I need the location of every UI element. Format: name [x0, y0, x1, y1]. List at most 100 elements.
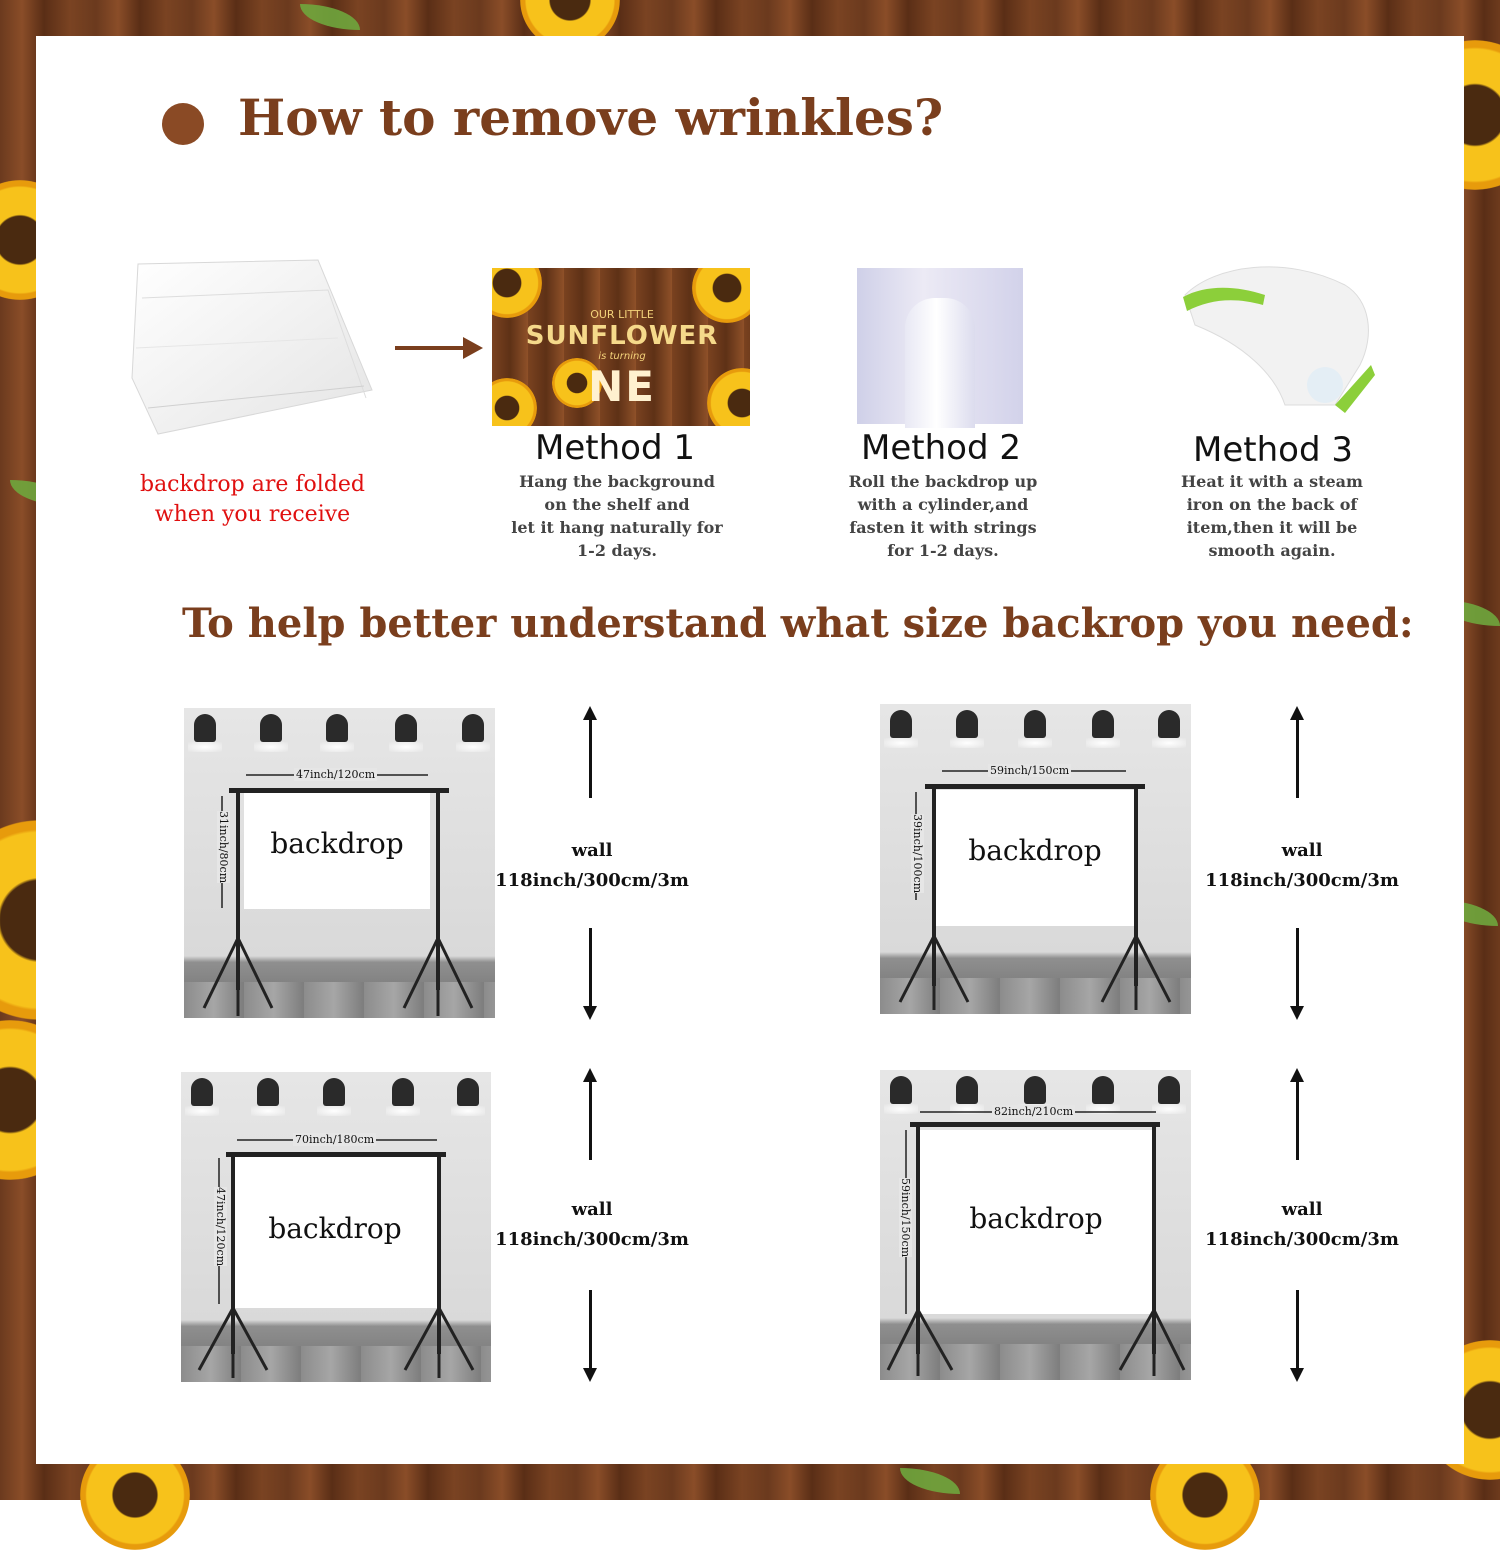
width-dimension: 59inch/150cm	[988, 764, 1072, 777]
desc-line: Roll the backdrop up	[848, 472, 1038, 491]
desc-line: Hang the background	[519, 472, 715, 491]
sample-line: SUNFLOWER	[525, 321, 719, 351]
desc-line: item,then it will be	[1186, 518, 1358, 537]
method3-steamer-image	[1183, 266, 1375, 413]
wall-label-text: wall	[1281, 1199, 1323, 1220]
desc-line: fasten it with strings	[849, 518, 1037, 537]
wall-label-text: wall	[571, 840, 613, 861]
ceiling-lamp-icon	[1152, 1076, 1186, 1114]
arrow-down-icon	[583, 1006, 597, 1020]
method1-title: Method 1	[535, 428, 695, 468]
stand-legs	[886, 1111, 1186, 1376]
height-dimension: 59inch/150cm	[899, 1178, 912, 1258]
sample-backdrop-text: OUR LITTLE SUNFLOWER is turning NE	[522, 308, 722, 411]
marker-line	[1296, 1290, 1299, 1370]
method2-image	[857, 268, 1023, 428]
ceiling-lamp-icon	[884, 710, 918, 748]
stand-pole	[916, 1124, 920, 1354]
bullet-dot-icon	[162, 103, 204, 145]
marker-line	[589, 928, 592, 1008]
ceiling-lamp-icon	[389, 714, 423, 752]
wall-size-text: 118inch/300cm/3m	[495, 870, 689, 891]
stand-legs	[202, 774, 474, 1016]
sunflower-decoration	[552, 358, 602, 408]
ceiling-lamp-icon	[950, 710, 984, 748]
leaf-decoration	[900, 1468, 960, 1494]
crossbar	[925, 784, 1145, 789]
marker-line	[589, 1290, 592, 1370]
folded-caption-line: when you receive	[154, 502, 351, 527]
ceiling-lamp-icon	[884, 1076, 918, 1114]
wall-label-text: wall	[1281, 840, 1323, 861]
marker-line	[589, 1080, 592, 1160]
width-dimension: 82inch/210cm	[992, 1105, 1076, 1118]
backdrop-label: backdrop	[968, 834, 1102, 867]
backdrop-label: backdrop	[270, 827, 404, 860]
sample-line: is turning	[598, 351, 646, 362]
floor	[880, 1344, 1191, 1380]
rolled-cylinder	[905, 298, 975, 428]
desc-line: let it hang naturally for	[511, 518, 723, 537]
ceiling-lamp-icon	[386, 1078, 420, 1116]
height-dimension: 39inch/100cm	[911, 814, 924, 894]
size-scene-2: backdrop 59inch/150cm 39inch/100cm	[880, 704, 1191, 1014]
ceiling-lamp-icon	[317, 1078, 351, 1116]
desc-line: on the shelf and	[544, 495, 690, 514]
arrow-up-icon	[583, 706, 597, 720]
backdrop-sheet: backdrop	[244, 793, 430, 909]
ceiling-lamp-icon	[320, 714, 354, 752]
ceiling-lamp-icon	[1086, 710, 1120, 748]
floor	[880, 978, 1191, 1014]
method1-image: OUR LITTLE SUNFLOWER is turning NE	[492, 268, 750, 426]
wall-label: wall 118inch/300cm/3m	[1192, 836, 1412, 896]
desc-line: smooth again.	[1208, 541, 1336, 560]
height-dimension: 47inch/120cm	[214, 1187, 227, 1267]
desc-line: Heat it with a steam	[1181, 472, 1363, 491]
stand-pole	[436, 790, 440, 990]
stand-pole	[1134, 786, 1138, 986]
marker-line	[589, 718, 592, 798]
size-scene-4: backdrop 82inch/210cm 59inch/150cm	[880, 1070, 1191, 1380]
stand-legs	[197, 1139, 475, 1378]
desc-line: iron on the back of	[1186, 495, 1358, 514]
width-dimension: 47inch/120cm	[294, 768, 378, 781]
desc-line: 1-2 days.	[577, 541, 657, 560]
arrow-down-icon	[1290, 1368, 1304, 1382]
stand-pole	[236, 790, 240, 990]
folded-caption: backdrop are folded when you receive	[110, 470, 395, 530]
crossbar	[229, 788, 449, 793]
size-scene-3: backdrop 70inch/180cm 47inch/120cm	[181, 1072, 491, 1382]
height-dimension: 31inch/80cm	[217, 811, 230, 884]
backdrop-sheet: backdrop	[935, 790, 1135, 926]
arrow-up-icon	[1290, 1068, 1304, 1082]
size-scene-1: backdrop 47inch/120cm 31inch/80cm	[184, 708, 495, 1018]
desc-line: for 1-2 days.	[887, 541, 999, 560]
ceiling-lamp-icon	[254, 714, 288, 752]
wall-label: wall 118inch/300cm/3m	[1192, 1195, 1412, 1255]
section-title-size: To help better understand what size back…	[182, 600, 1414, 647]
sample-line: NE	[588, 362, 656, 411]
desc-line: with a cylinder,and	[857, 495, 1029, 514]
method2-title: Method 2	[861, 428, 1021, 468]
wall-size-text: 118inch/300cm/3m	[1205, 1229, 1399, 1250]
crossbar	[226, 1152, 446, 1157]
wall-label: wall 118inch/300cm/3m	[482, 836, 702, 896]
wall-label-text: wall	[571, 1199, 613, 1220]
wall-label: wall 118inch/300cm/3m	[482, 1195, 702, 1255]
method2-desc: Roll the backdrop up with a cylinder,and…	[818, 470, 1068, 562]
backdrop-label: backdrop	[268, 1212, 402, 1245]
folded-backdrop-image	[131, 259, 373, 435]
ceiling-lamp-icon	[251, 1078, 285, 1116]
arrow-right-icon	[395, 337, 483, 359]
stand-pole	[1152, 1124, 1156, 1354]
ceiling-lamp-icon	[451, 1078, 485, 1116]
arrow-up-icon	[1290, 706, 1304, 720]
section-title-wrinkles: How to remove wrinkles?	[238, 88, 944, 147]
ceiling-lamp-icon	[185, 1078, 219, 1116]
marker-line	[1296, 928, 1299, 1008]
wall-size-text: 118inch/300cm/3m	[495, 1229, 689, 1250]
stand-pole	[932, 786, 936, 986]
arrow-down-icon	[1290, 1006, 1304, 1020]
folded-caption-line: backdrop are folded	[139, 472, 366, 497]
sample-line: OUR LITTLE	[590, 308, 654, 321]
